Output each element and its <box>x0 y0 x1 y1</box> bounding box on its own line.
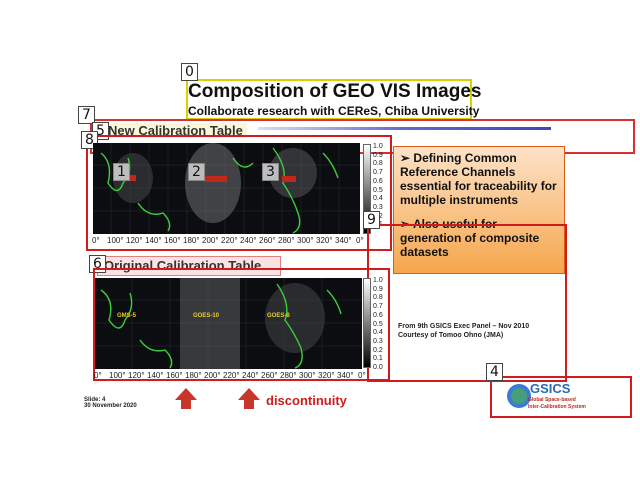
axis-tick: 220° <box>223 371 240 380</box>
axis-tick: 0° <box>356 236 364 245</box>
slide-number: Slide: 4 <box>84 397 106 403</box>
slide-date: 30 November 2020 <box>84 403 137 409</box>
logo-subtext-2: Inter-Calibration System <box>528 404 586 410</box>
tag-7[interactable]: 7 <box>78 106 95 124</box>
original-calibration-map: GMS-5 GOES-10 GOES-8 <box>95 278 362 369</box>
colorbar-tick: 0.9 <box>373 151 383 159</box>
bullet-text: Defining Common Reference Channels essen… <box>400 151 557 207</box>
source-note: From 9th GSICS Exec Panel – Nov 2010 Cou… <box>398 323 529 339</box>
colorbar-tick: 0.6 <box>373 311 383 319</box>
region-9-outline <box>367 224 567 382</box>
original-map-outline <box>93 268 390 381</box>
axis-tick: 340° <box>337 371 354 380</box>
axis-tick: 140° <box>147 371 164 380</box>
axis-tick: 260° <box>259 236 276 245</box>
colorbar-tick: 0.4 <box>373 195 383 203</box>
bullet-item: ➢ Also useful for generation of composit… <box>400 217 560 259</box>
axis-tick: 120° <box>128 371 145 380</box>
colorbar-tick: 0.1 <box>373 355 383 363</box>
globe-icon <box>507 384 531 408</box>
satellite-label: GOES-8 <box>267 313 290 319</box>
axis-tick: 200° <box>202 236 219 245</box>
axis-tick: 340° <box>335 236 352 245</box>
axis-tick: 140° <box>145 236 162 245</box>
source-line-2: Courtesy of Tomoo Ohno (JMA) <box>398 332 504 339</box>
gsics-logo: GSICS Global Space-based Inter-Calibrati… <box>506 381 624 413</box>
satellite-label: GOES-10 <box>193 313 220 319</box>
colorbar-tick: 0.0 <box>373 364 383 372</box>
region-8-outline <box>86 135 392 251</box>
colorbar-tick: 0.9 <box>373 285 383 293</box>
bullets-box: ➢ Defining Common Reference Channels ess… <box>393 146 565 274</box>
logo-outline <box>490 376 632 418</box>
axis-tick: 280° <box>278 236 295 245</box>
up-arrow-icon <box>175 388 197 409</box>
colorbar-tick: 0.7 <box>373 169 383 177</box>
colorbar-tick: 0.5 <box>373 186 383 194</box>
slide-info: Slide: 4 30 November 2020 <box>84 397 137 409</box>
axis-tick: 160° <box>164 236 181 245</box>
axis-tick: 280° <box>280 371 297 380</box>
colorbar-tick: 1.0 <box>373 143 383 150</box>
new-calibration-label: New Calibration Table <box>104 123 247 138</box>
axis-tick: 300° <box>297 236 314 245</box>
axis-tick: 260° <box>261 371 278 380</box>
tag-0[interactable]: 0 <box>181 63 198 81</box>
slide-subtitle: Collaborate research with CEReS, Chiba U… <box>188 104 480 118</box>
bullet-arrow-icon: ➢ <box>400 151 411 165</box>
tag-9[interactable]: 9 <box>363 211 380 229</box>
colorbar-tick: 0.2 <box>373 346 383 354</box>
bullet-item: ➢ Defining Common Reference Channels ess… <box>400 151 560 207</box>
axis-tick: 200° <box>204 371 221 380</box>
tag-3[interactable]: 3 <box>262 163 279 181</box>
axis-tick: 300° <box>299 371 316 380</box>
bottom-x-axis: 0° 100° 120° 140° 160° 180° 200° 220° 24… <box>94 371 366 381</box>
tag-1[interactable]: 1 <box>113 163 130 181</box>
axis-tick: 240° <box>242 371 259 380</box>
bullet-text: Also useful for generation of composite … <box>400 217 540 259</box>
axis-tick: 0° <box>94 371 102 380</box>
tag-4[interactable]: 4 <box>486 363 503 381</box>
bottom-colorbar-labels: 1.0 0.9 0.8 0.7 0.6 0.5 0.4 0.3 0.2 0.1 … <box>373 277 383 373</box>
colorbar-tick: 0.3 <box>373 337 383 345</box>
colorbar-tick: 0.8 <box>373 294 383 302</box>
axis-tick: 100° <box>107 236 124 245</box>
bottom-colorbar <box>363 278 371 368</box>
axis-tick: 100° <box>109 371 126 380</box>
axis-tick: 120° <box>126 236 143 245</box>
header-line <box>258 127 551 130</box>
colorbar-tick: 0.7 <box>373 303 383 311</box>
axis-tick: 0° <box>358 371 366 380</box>
tag-2[interactable]: 2 <box>188 163 205 181</box>
source-line-1: From 9th GSICS Exec Panel – Nov 2010 <box>398 323 530 330</box>
slide-title-box: Composition of GEO VIS Images Collaborat… <box>186 79 482 120</box>
colorbar-tick: 0.4 <box>373 329 383 337</box>
logo-subtext-1: Global Space-based <box>528 397 576 403</box>
new-calibration-map <box>93 143 360 234</box>
axis-tick: 180° <box>183 236 200 245</box>
axis-tick: 320° <box>318 371 335 380</box>
axis-tick: 160° <box>166 371 183 380</box>
colorbar-tick: 0.5 <box>373 320 383 328</box>
axis-tick: 320° <box>316 236 333 245</box>
colorbar-tick: 0.8 <box>373 160 383 168</box>
axis-tick: 240° <box>240 236 257 245</box>
up-arrow-icon <box>238 388 260 409</box>
colorbar-tick: 0.6 <box>373 177 383 185</box>
logo-text: GSICS <box>530 381 571 396</box>
satellite-label: GMS-5 <box>117 313 137 319</box>
axis-tick: 180° <box>185 371 202 380</box>
discontinuity-label: discontinuity <box>266 393 347 408</box>
axis-tick: 220° <box>221 236 238 245</box>
axis-tick: 0° <box>92 236 100 245</box>
colorbar-tick: 0.3 <box>373 203 383 211</box>
slide-title: Composition of GEO VIS Images <box>188 81 482 102</box>
top-x-axis: 0° 100° 120° 140° 160° 180° 200° 220° 24… <box>92 236 364 246</box>
colorbar-tick: 1.0 <box>373 277 383 284</box>
